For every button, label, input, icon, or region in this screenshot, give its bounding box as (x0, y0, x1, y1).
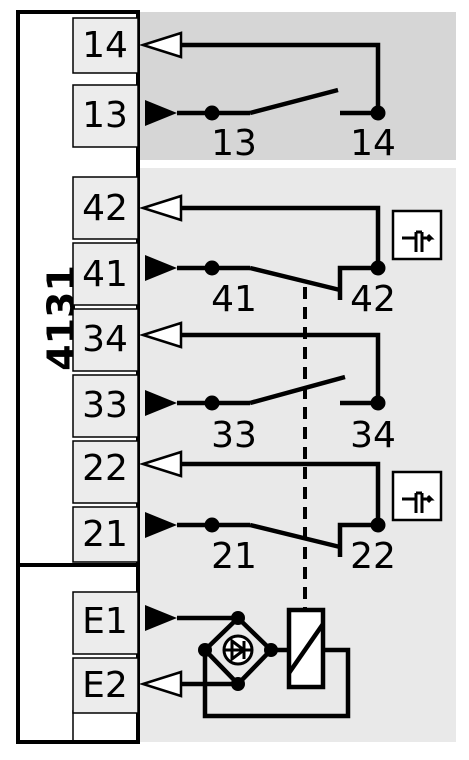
input-arrow-E1 (145, 605, 177, 631)
contact-stop-22 (337, 522, 378, 557)
contact-node-14 (370, 105, 386, 121)
contact-label-22: 22 (350, 536, 396, 577)
terminal-E1[interactable] (72, 591, 139, 655)
terminal-13[interactable] (72, 84, 139, 148)
contact-blade-33 (249, 374, 346, 406)
terminal-21[interactable] (72, 506, 139, 563)
contact-label-33: 33 (211, 415, 257, 456)
contact-node-42 (370, 260, 386, 276)
terminal-label-22: 22 (82, 448, 128, 489)
delay-contact-icon (391, 470, 443, 522)
terminal-41[interactable] (72, 242, 139, 306)
contact-41-42: 41 42 (138, 194, 443, 320)
contact-13-14: 13 14 (138, 31, 396, 164)
terminal-label-41: 41 (82, 254, 128, 295)
wire-42 (181, 205, 381, 268)
terminal-34[interactable] (72, 308, 139, 372)
terminal-33[interactable] (72, 374, 139, 438)
housing-base (72, 710, 139, 744)
terminal-E2[interactable] (72, 657, 139, 714)
contact-blade-21 (249, 522, 341, 550)
contact-node-21 (204, 517, 220, 533)
input-arrow-21 (145, 512, 177, 538)
contact-label-21: 21 (211, 536, 257, 577)
delay-contact-icon (391, 209, 443, 261)
wire-34 (181, 332, 381, 406)
contact-node-22 (370, 517, 386, 533)
input-arrow-41 (145, 255, 177, 281)
panel-top (138, 12, 456, 160)
terminal-label-42: 42 (82, 188, 128, 229)
contact-blade-13 (249, 87, 339, 116)
coil-circuit (138, 605, 351, 719)
contact-blade-41 (249, 265, 341, 293)
terminal-22[interactable] (72, 440, 139, 504)
relay-coil-icon (286, 607, 326, 690)
terminal-label-21: 21 (82, 514, 128, 555)
wire-22 (181, 461, 381, 525)
wire-coil-return (202, 647, 351, 719)
contact-label-42: 42 (350, 279, 396, 320)
contact-node-33 (204, 395, 220, 411)
input-arrow-33 (145, 390, 177, 416)
contact-node-34 (370, 395, 386, 411)
terminal-42[interactable] (72, 176, 139, 240)
contact-stop-42 (337, 265, 378, 300)
wire-14 (181, 42, 381, 116)
terminal-block: 14 13 42 41 34 33 22 21 E1 E2 (72, 17, 139, 714)
contact-node-41 (204, 260, 220, 276)
contact-node-13 (204, 105, 220, 121)
terminal-label-E2: E2 (82, 665, 128, 706)
terminal-label-33: 33 (82, 385, 128, 426)
input-arrow-13 (145, 100, 177, 126)
terminal-label-14: 14 (82, 25, 128, 66)
terminal-label-E1: E1 (82, 601, 128, 642)
contact-33-34: 33 34 (138, 321, 396, 456)
terminal-label-13: 13 (82, 95, 128, 136)
contact-21-22: 21 22 (138, 450, 443, 577)
contact-label-41: 41 (211, 279, 257, 320)
contact-label-14: 14 (350, 123, 396, 164)
terminal-14[interactable] (72, 17, 139, 74)
contact-label-13: 13 (211, 123, 257, 164)
terminal-label-34: 34 (82, 319, 128, 360)
contact-label-34: 34 (350, 415, 396, 456)
